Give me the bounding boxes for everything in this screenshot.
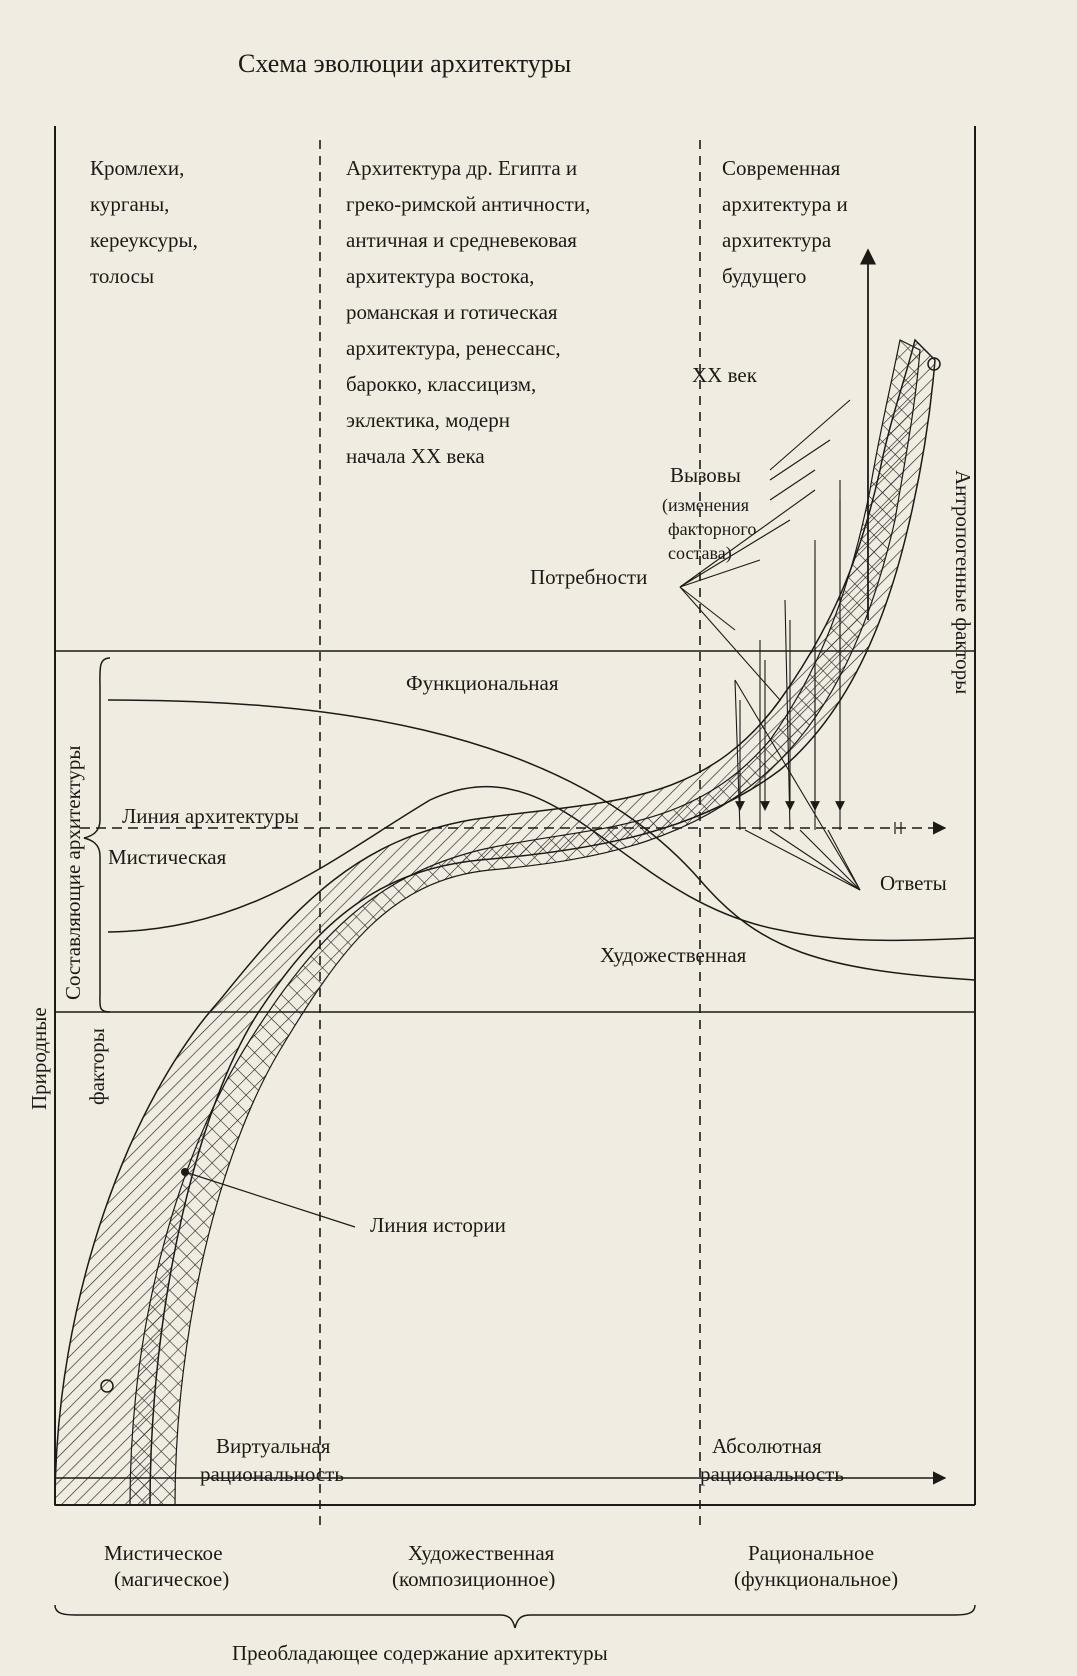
challenges-note-2: факторного <box>668 519 756 539</box>
start-marker <box>100 1379 114 1393</box>
col-middle-line-4: архитектура востока, <box>346 264 534 288</box>
col-middle-line-3: античная и средневековая <box>346 228 577 252</box>
answers-label: Ответы <box>880 871 947 895</box>
col-middle-line-6: архитектура, ренессанс, <box>346 336 561 360</box>
anthropogenic-label: Антропогенные факторы <box>951 470 975 694</box>
col-middle-line-5: романская и готическая <box>346 300 558 324</box>
end-marker <box>927 357 941 371</box>
col-left-line-2: курганы, <box>90 192 169 216</box>
col-right-line-4: будущего <box>722 264 806 288</box>
main-frame <box>54 126 976 1506</box>
answer-arrows <box>735 500 845 811</box>
content-brace <box>54 1604 976 1629</box>
bottom-col3-line-1: Рациональное <box>748 1541 874 1565</box>
natural-vertical-label: Природные <box>27 1007 51 1110</box>
absolute-rationality-1: Абсолютная <box>712 1434 822 1458</box>
mystical-label: Мистическая <box>108 845 227 869</box>
col-left-line-1: Кромлехи, <box>90 156 184 180</box>
needs-label: Потребности <box>530 565 647 589</box>
col-right-line-2: архитектура и <box>722 192 848 216</box>
functional-label: Функциональная <box>406 671 559 695</box>
components-brace <box>83 657 111 1013</box>
bottom-col2-line-1: Художественная <box>408 1541 555 1565</box>
virtual-rationality-1: Виртуальная <box>216 1434 331 1458</box>
bottom-col2-line-2: (композиционное) <box>392 1567 555 1591</box>
col-middle-line-2: греко-римской античности, <box>346 192 590 216</box>
components-vertical-label: Составляющие архитектуры <box>61 745 85 1000</box>
column-separators <box>319 140 701 1530</box>
challenges-label: Вызовы <box>670 463 741 487</box>
architecture-line-label: Линия архитектуры <box>122 804 299 828</box>
col-middle-line-1: Архитектура др. Египта и <box>346 156 577 180</box>
col-left-line-3: кереуксуры, <box>90 228 198 252</box>
challenges-note-1: (изменения <box>662 495 749 516</box>
architecture-band-inner <box>129 339 921 1506</box>
history-line-label: Линия истории <box>370 1213 506 1237</box>
absolute-rationality-2: рациональность <box>700 1462 844 1486</box>
twentieth-century-label: XX век <box>692 363 758 387</box>
col-middle-line-9: начала XX века <box>346 444 485 468</box>
factors-vertical-label: факторы <box>85 1028 109 1105</box>
bottom-col1-line-1: Мистическое <box>104 1541 223 1565</box>
bottom-col1-line-2: (магическое) <box>114 1567 229 1591</box>
col-right-line-3: архитектура <box>722 228 832 252</box>
history-label-leader <box>184 1171 356 1228</box>
bottom-caption: Преобладающее содержание архитектуры <box>232 1641 608 1665</box>
feedback-lines <box>679 399 861 891</box>
col-middle-line-7: барокко, классицизм, <box>346 372 536 396</box>
diagram-title: Схема эволюции архитектуры <box>238 49 571 78</box>
artistic-label: Художественная <box>600 943 747 967</box>
challenges-note-3: состава) <box>668 543 732 564</box>
col-left-line-4: толосы <box>90 264 154 288</box>
bottom-col3-line-2: (функциональное) <box>734 1567 898 1591</box>
virtual-rationality-2: рациональность <box>200 1462 344 1486</box>
col-right-line-1: Современная <box>722 156 841 180</box>
col-middle-line-8: эклектика, модерн <box>346 408 510 432</box>
